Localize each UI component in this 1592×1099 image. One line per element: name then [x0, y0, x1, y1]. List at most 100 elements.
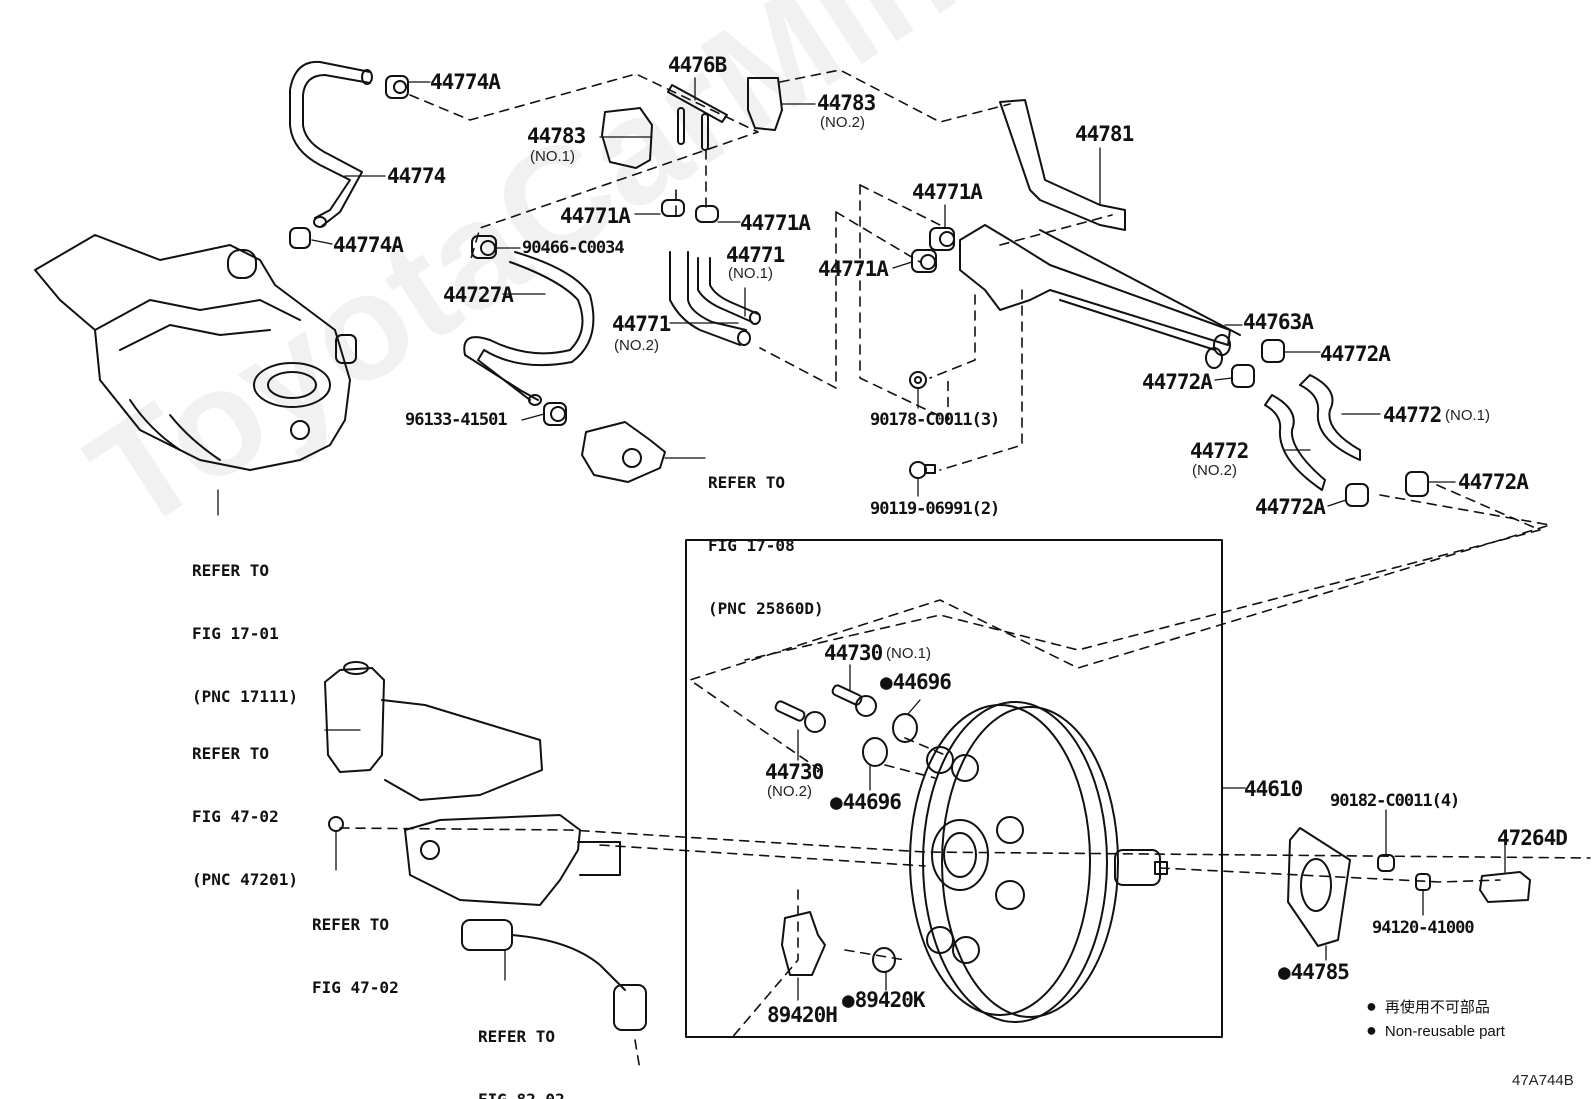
label-44772A-3[interactable]: 44772A — [1458, 470, 1529, 494]
hose-44772-no2 — [1264, 394, 1326, 491]
label-44610[interactable]: 44610 — [1244, 777, 1303, 801]
clamp-90466-C0034 — [471, 235, 497, 259]
label-44774[interactable]: 44774 — [387, 164, 446, 188]
brake-booster-44610 — [909, 701, 1168, 1023]
label-44772A-1[interactable]: 44772A — [1320, 342, 1391, 366]
reference-line: FIG 17-08 — [708, 536, 795, 555]
clamp-44772A-3 — [1405, 471, 1429, 497]
label-44730-no2[interactable]: 44730 — [765, 760, 824, 784]
hose-44727A — [463, 251, 595, 406]
label-44772-no1[interactable]: 44772 — [1383, 403, 1442, 427]
label-44771A-lower-right[interactable]: 44771A — [818, 257, 889, 281]
tee-4476B — [667, 84, 728, 151]
reference-fig-47-02-reservoir[interactable]: REFER TO FIG 47-02 (PNC 47201) — [192, 701, 298, 932]
clamp-44774A-top — [385, 75, 409, 99]
gasket-44785 — [1287, 827, 1351, 947]
reference-fig-17-01[interactable]: REFER TO FIG 17-01 (PNC 17111) — [192, 518, 298, 749]
label-44771A-mid[interactable]: 44771A — [740, 211, 811, 235]
reference-line: REFER TO — [708, 473, 786, 492]
nut-90178-C0011 — [909, 371, 927, 389]
label-44772-no2[interactable]: 44772 — [1190, 439, 1249, 463]
reference-line: FIG 47-02 — [312, 978, 399, 997]
legend-english: ●Non-reusable part — [1366, 1020, 1505, 1041]
union-44730-no2 — [774, 700, 826, 733]
reference-fig-17-08[interactable]: REFER TO FIG 17-08 (PNC 25860D) — [708, 430, 824, 661]
reference-line: FIG 47-02 — [192, 807, 279, 826]
reference-line: REFER TO — [192, 744, 270, 763]
label-90466-C0034[interactable]: 90466-C0034 — [522, 238, 625, 258]
label-44771-no1[interactable]: 44771 — [726, 243, 785, 267]
reference-line: REFER TO — [478, 1027, 556, 1046]
label-89420K[interactable]: 89420K — [842, 988, 926, 1012]
label-90182-C0011[interactable]: 90182-C0011(4) — [1330, 791, 1460, 811]
label-44774A[interactable]: 44774A — [430, 70, 501, 94]
label-44727A[interactable]: 44727A — [443, 283, 514, 307]
label-44771A-left[interactable]: 44771A — [560, 204, 631, 228]
label-44763A[interactable]: 44763A — [1243, 310, 1314, 334]
label-44730-no1[interactable]: 44730 — [824, 641, 883, 665]
hose-44772-no1 — [1299, 374, 1361, 461]
union-44730-no1 — [831, 684, 877, 717]
legend-japanese-text: 再使用不可部品 — [1384, 999, 1490, 1016]
label-44783-no1-sub: (NO.1) — [530, 148, 575, 165]
hose-44771-no1 — [697, 257, 761, 325]
reference-line: FIG 82-02 — [478, 1089, 594, 1099]
label-44783-no2-sub: (NO.2) — [820, 114, 865, 131]
vsv-bracket-44783-no2 — [747, 77, 783, 131]
label-44696-upper[interactable]: 44696 — [880, 670, 952, 694]
reference-line: (PNC 47201) — [192, 870, 298, 889]
reference-line: (PNC 25860D) — [708, 599, 824, 618]
legend-english-text: Non-reusable part — [1384, 1023, 1505, 1040]
grommet-44696-a — [892, 713, 918, 743]
wire-harness-89423B — [461, 919, 647, 1031]
label-94120-41000[interactable]: 94120-41000 — [1372, 918, 1475, 938]
grommet-44696-b — [862, 737, 888, 767]
label-44771-no1-sub: (NO.1) — [728, 265, 773, 282]
label-44771A-upper-right[interactable]: 44771A — [912, 180, 983, 204]
label-90178-C0011[interactable]: 90178-C0011(3) — [870, 410, 1000, 430]
figure-code: 47A744B — [1512, 1072, 1574, 1089]
bolt-90119-06991 — [909, 461, 936, 479]
clamp-96133-41501 — [543, 402, 567, 426]
label-44772-no1-sub: (NO.1) — [1445, 407, 1490, 424]
pressure-sensor-25860D — [581, 421, 666, 483]
clamp-44772A-4 — [1345, 483, 1369, 507]
label-44772-no2-sub: (NO.2) — [1192, 462, 1237, 479]
reference-fig-82-02[interactable]: REFER TO FIG 82-02 (PNC 89423B) — [478, 984, 594, 1099]
clamp-44771A-1 — [661, 199, 685, 217]
clamp-44771A-2 — [695, 205, 719, 223]
label-89420H[interactable]: 89420H — [767, 1003, 838, 1027]
label-44772A-2[interactable]: 44772A — [1142, 370, 1213, 394]
label-44783-no2[interactable]: 44783 — [817, 91, 876, 115]
label-44771-no2[interactable]: 44771 — [612, 312, 671, 336]
label-4476B[interactable]: 4476B — [668, 53, 727, 77]
assembly-guide-lines — [339, 69, 1591, 1071]
clamp-44772A-1 — [1261, 339, 1285, 363]
nut-90182-C0011 — [1377, 854, 1395, 872]
seal-reservoir-grommet — [328, 816, 344, 832]
label-44783-no1[interactable]: 44783 — [527, 124, 586, 148]
label-47264D[interactable]: 47264D — [1497, 826, 1568, 850]
non-reusable-bullet-icon: ● — [1366, 996, 1377, 1016]
reference-line: REFER TO — [192, 561, 270, 580]
label-44774A-lower[interactable]: 44774A — [333, 233, 404, 257]
label-44781[interactable]: 44781 — [1075, 122, 1134, 146]
hose-44774 — [289, 60, 373, 228]
nut-94120-41000 — [1415, 873, 1431, 891]
label-44730-no1-sub: (NO.1) — [886, 645, 931, 662]
label-44696-lower[interactable]: 44696 — [830, 790, 902, 814]
leader-lines — [217, 77, 1506, 1001]
hose-44771-no2 — [669, 251, 751, 346]
vsv-assembly-44763A — [959, 224, 1241, 369]
label-44772A-4[interactable]: 44772A — [1255, 495, 1326, 519]
reference-fig-47-02-grommet[interactable]: REFER TO FIG 47-02 — [312, 872, 399, 1040]
label-90119-06991[interactable]: 90119-06991(2) — [870, 499, 1000, 519]
label-96133-41501[interactable]: 96133-41501 — [405, 410, 508, 430]
label-44785[interactable]: 44785 — [1278, 960, 1350, 984]
legend-japanese: ● 再使用不可部品 — [1366, 996, 1490, 1017]
clamp-44772A-2 — [1231, 364, 1255, 388]
bracket-44781 — [999, 99, 1126, 231]
vsv-bracket-44783-no1 — [601, 107, 653, 169]
